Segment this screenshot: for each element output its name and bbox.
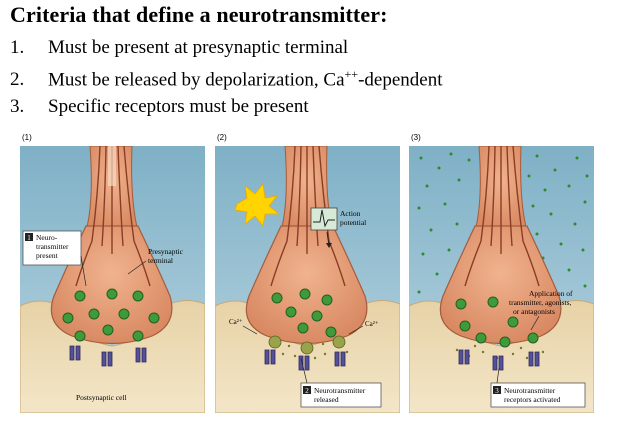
panel-number: (2)	[217, 133, 227, 142]
depolarization-burst	[234, 183, 281, 227]
application-text: Application of	[529, 289, 573, 298]
application-text: or antagonists	[513, 307, 555, 316]
vesicle	[507, 316, 519, 328]
receptor	[492, 355, 504, 371]
postsynaptic-label: Postsynaptic cell	[76, 393, 127, 402]
slide-title: Criteria that define a neurotransmitter:	[10, 2, 388, 27]
receptor	[69, 345, 81, 361]
vesicle	[271, 292, 283, 304]
step-1-callout: 1 Neuro- transmitter present	[22, 230, 87, 287]
criterion-3: 3. Specific receptors must be present	[10, 93, 442, 120]
calcium-label-left: Ca²⁺	[229, 318, 243, 326]
vesicle	[148, 312, 160, 324]
panel-1: (1)	[20, 133, 205, 413]
vesicles	[455, 296, 539, 348]
criterion-number: 2.	[10, 69, 25, 91]
panel-number: (3)	[411, 133, 421, 142]
released-vesicle	[332, 335, 346, 349]
receptor	[101, 351, 113, 367]
step-label: receptors activated	[504, 395, 561, 404]
receptor	[334, 351, 346, 367]
vesicle	[325, 326, 337, 338]
criterion-2: 2. Must be released by depolarization, Ca…	[10, 61, 442, 93]
vesicle	[106, 288, 118, 300]
step-badge: 2	[305, 387, 309, 395]
panel-1-illustration: 1 Neuro- transmitter present Presynaptic…	[20, 146, 205, 413]
released-vesicle	[268, 335, 282, 349]
step-badge: 1	[27, 234, 31, 242]
presynaptic-terminal	[50, 225, 173, 345]
application-label: Application of transmitter, agonists, or…	[509, 289, 573, 331]
panel-2: (2) Ac	[215, 133, 400, 413]
vesicle	[459, 320, 471, 332]
criterion-number: 1.	[10, 37, 25, 58]
receptors	[69, 345, 147, 367]
action-potential-label: potential	[340, 218, 366, 227]
vesicle	[311, 310, 323, 322]
criteria-list: 1. Must be present at presynaptic termina…	[10, 34, 442, 120]
receptors	[458, 349, 540, 371]
vesicle	[321, 294, 333, 306]
vesicle	[487, 296, 499, 308]
vesicle	[118, 308, 130, 320]
vesicle	[297, 322, 309, 334]
vesicle	[132, 290, 144, 302]
vesicle	[62, 312, 74, 324]
step-label: Neurotransmitter	[504, 386, 556, 395]
vesicles	[62, 288, 160, 342]
cleft-transmitter-dots	[455, 344, 545, 360]
criterion-superscript: ++	[344, 67, 359, 81]
vesicle	[74, 290, 86, 302]
application-text: transmitter, agonists,	[509, 298, 572, 307]
receptor	[264, 349, 276, 365]
presynaptic-terminal-label: Presynaptic terminal	[127, 247, 184, 275]
criterion-text-suffix: -dependent	[358, 69, 443, 91]
released-vesicle	[300, 341, 314, 355]
criterion-text: Must be present at presynaptic terminal	[48, 37, 349, 58]
panel-number: (1)	[22, 133, 32, 142]
step-label: released	[314, 395, 339, 404]
axon-highlight	[108, 146, 116, 186]
vesicle	[88, 308, 100, 320]
vesicle	[475, 332, 487, 344]
presynaptic-label: Presynaptic	[148, 247, 184, 256]
calcium-label-right: Ca²⁺	[365, 320, 379, 328]
step-label: transmitter	[36, 242, 69, 251]
presynaptic-label: terminal	[148, 256, 173, 265]
step-3-callout: 3 Neurotransmitter receptors activated	[490, 367, 586, 408]
step-badge: 3	[495, 387, 499, 395]
vesicle	[285, 306, 297, 318]
panel-3-illustration: Application of transmitter, agonists, or…	[409, 146, 594, 413]
step-label: Neuro-	[36, 233, 58, 242]
step-label: present	[36, 251, 59, 260]
applied-transmitter-dots	[417, 152, 589, 294]
panel-3: (3)	[409, 133, 594, 413]
vesicle	[102, 324, 114, 336]
vesicle	[74, 330, 86, 342]
criterion-number: 3.	[10, 96, 25, 118]
vesicle	[132, 330, 144, 342]
vesicle	[527, 332, 539, 344]
axon-fibers	[464, 146, 540, 287]
receptor	[528, 351, 540, 367]
criterion-text: Specific receptors must be present	[48, 96, 309, 118]
criterion-text: Must be released by depolarization, Ca	[48, 69, 345, 91]
panel-2-illustration: Action potential Ca²⁺ Ca²⁺	[215, 146, 400, 413]
step-label: Neurotransmitter	[314, 386, 366, 395]
action-potential-icon	[310, 207, 338, 248]
criterion-1: 1. Must be present at presynaptic termina…	[10, 34, 442, 61]
vesicle	[455, 298, 467, 310]
action-potential-label: Action	[340, 209, 361, 218]
vesicles	[271, 288, 337, 338]
vesicle	[299, 288, 311, 300]
receptor	[135, 347, 147, 363]
receptor	[458, 349, 470, 365]
axon-fibers	[270, 146, 346, 287]
vesicle	[499, 336, 511, 348]
step-2-callout: 2 Neurotransmitter released	[300, 357, 382, 408]
